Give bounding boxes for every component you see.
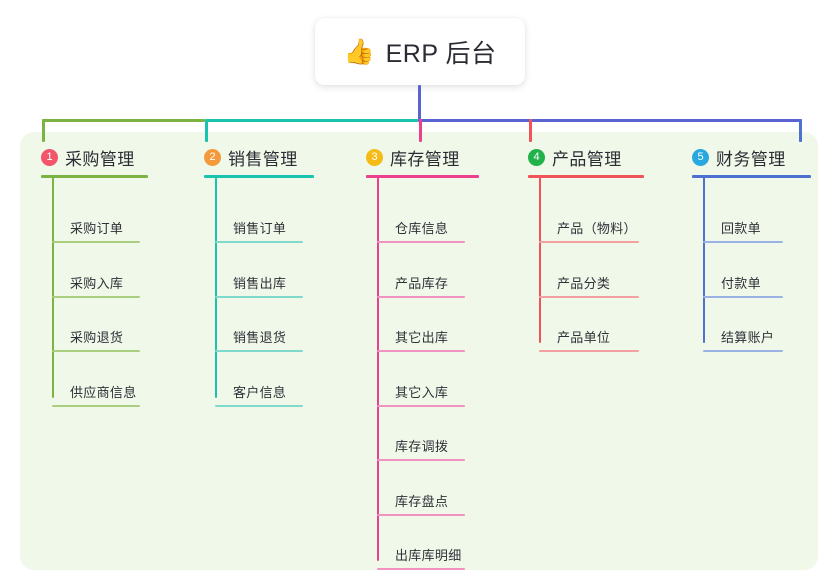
branch-header-1[interactable]: 1 采购管理 — [41, 146, 135, 169]
branch-underline-4 — [528, 175, 644, 178]
leaf-underline — [539, 350, 639, 352]
root-node-title: ERP 后台 — [385, 39, 497, 68]
branch-spine-5 — [703, 175, 705, 343]
leaf-node[interactable]: 仓库信息 — [395, 221, 449, 236]
leaf-node[interactable]: 销售订单 — [233, 221, 287, 236]
branch-column-1: 1 采购管理 — [41, 146, 148, 178]
leaf-node[interactable]: 采购订单 — [70, 221, 124, 236]
leaf-node[interactable]: 采购入库 — [70, 275, 124, 291]
leaf-node[interactable]: 销售退货 — [233, 330, 287, 345]
bus-segment-teal — [205, 119, 418, 122]
branch-title-5: 财务管理 — [716, 149, 786, 169]
leaf-node[interactable]: 产品（物料） — [557, 221, 637, 236]
leaf-underline — [703, 350, 783, 352]
branch-header-4[interactable]: 4 产品管理 — [528, 146, 622, 169]
leaf-node[interactable]: 销售出库 — [233, 275, 287, 291]
leaf-underline — [52, 350, 140, 352]
branch-underline-1 — [41, 175, 148, 178]
branch-header-2[interactable]: 2 销售管理 — [204, 146, 298, 169]
bus-segment-indigo — [418, 119, 802, 122]
branch-badge-2-icon: 2 — [204, 148, 221, 166]
leaf-node[interactable]: 其它出库 — [395, 330, 449, 345]
branch-drop-2 — [205, 119, 208, 142]
branch-drop-1 — [42, 119, 45, 142]
leaf-underline — [703, 295, 783, 298]
leaf-underline — [377, 241, 465, 243]
leaf-node[interactable]: 产品分类 — [557, 275, 611, 291]
leaf-underline — [539, 241, 639, 243]
branch-column-3: 3 库存管理 — [366, 146, 479, 178]
leaf-underline — [703, 241, 783, 243]
leaf-underline — [52, 295, 140, 298]
branch-drop-4 — [529, 119, 532, 142]
leaf-underline — [52, 404, 140, 407]
leaf-node[interactable]: 库存调拨 — [395, 439, 449, 454]
branch-title-1: 采购管理 — [65, 149, 135, 169]
leaf-node[interactable]: 其它入库 — [395, 384, 449, 400]
leaf-underline — [377, 568, 465, 570]
branch-drop-3 — [419, 119, 422, 142]
branch-title-3: 库存管理 — [390, 149, 460, 169]
leaf-node[interactable]: 库存盘点 — [395, 493, 449, 509]
leaf-node[interactable]: 产品库存 — [395, 275, 449, 291]
root-trunk — [418, 85, 421, 122]
branch-badge-4-icon: 4 — [528, 148, 545, 166]
leaf-underline — [215, 295, 303, 298]
leaf-node[interactable]: 产品单位 — [557, 330, 611, 345]
leaf-underline — [377, 350, 465, 352]
bus-segment-green — [42, 119, 205, 122]
leaf-node[interactable]: 出库库明细 — [395, 548, 462, 563]
branch-spine-3 — [377, 175, 379, 561]
leaf-underline — [377, 459, 465, 461]
branch-badge-1-icon: 1 — [41, 148, 58, 166]
branch-spine-1 — [52, 175, 54, 398]
leaf-underline — [215, 241, 303, 243]
branch-column-5: 5 财务管理 — [692, 146, 811, 178]
branch-header-5[interactable]: 5 财务管理 — [692, 146, 786, 169]
leaf-node[interactable]: 客户信息 — [233, 384, 287, 400]
leaf-underline — [377, 513, 465, 516]
leaf-underline — [377, 295, 465, 298]
branch-badge-5-icon: 5 — [692, 148, 709, 166]
leaf-underline — [215, 404, 303, 407]
branch-column-2: 2 销售管理 — [204, 146, 314, 178]
root-node-erp-backend[interactable]: 👍 ERP 后台 — [315, 18, 525, 85]
branch-title-2: 销售管理 — [228, 149, 298, 169]
branch-drop-5 — [799, 119, 802, 142]
leaf-node[interactable]: 供应商信息 — [70, 384, 137, 400]
branch-underline-2 — [204, 175, 314, 178]
branch-spine-4 — [539, 175, 541, 343]
leaf-node[interactable]: 回款单 — [721, 221, 761, 236]
leaf-underline — [539, 295, 639, 298]
leaf-underline — [377, 404, 465, 407]
leaf-underline — [215, 350, 303, 352]
branch-underline-5 — [692, 175, 811, 178]
branch-underline-3 — [366, 175, 479, 178]
branch-title-4: 产品管理 — [552, 149, 622, 169]
leaf-node[interactable]: 结算账户 — [721, 330, 775, 345]
branch-spine-2 — [215, 175, 217, 398]
leaf-underline — [52, 241, 140, 243]
branch-badge-3-icon: 3 — [366, 148, 383, 166]
branch-column-4: 4 产品管理 — [528, 146, 644, 178]
leaf-node[interactable]: 采购退货 — [70, 330, 124, 345]
branch-header-3[interactable]: 3 库存管理 — [366, 146, 460, 169]
leaf-node[interactable]: 付款单 — [721, 275, 761, 291]
thumbs-up-icon: 👍 — [343, 37, 375, 66]
